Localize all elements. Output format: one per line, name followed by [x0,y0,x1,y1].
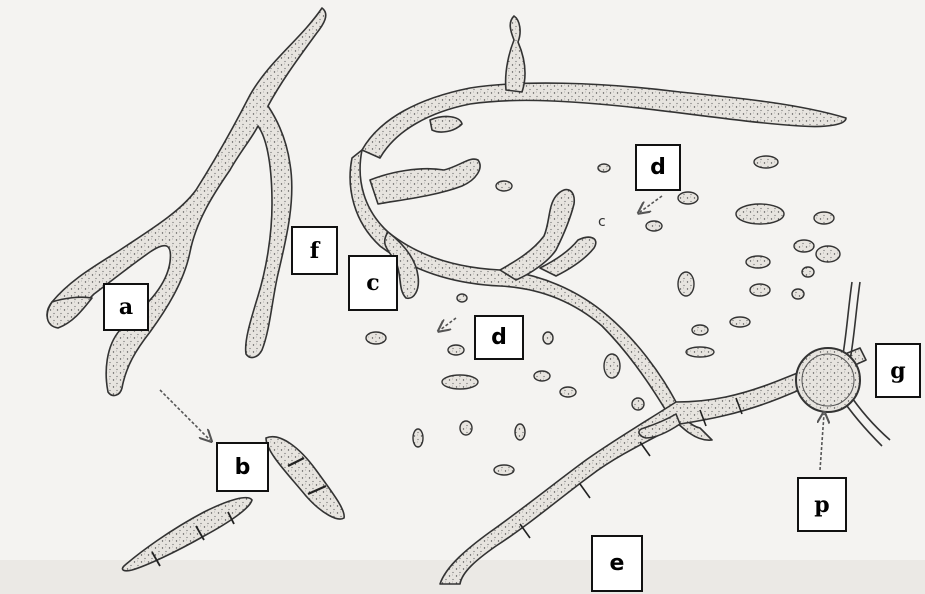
label-a: a [103,283,149,331]
label-b: b [216,442,269,492]
label-d-upper: d [635,144,681,191]
label-f: f [291,226,338,275]
label-d-lower: d [474,315,524,360]
label-p: p [797,477,847,532]
inline-c-mark: c [598,214,606,230]
label-e: e [591,535,643,592]
label-c: c [348,255,398,311]
label-g: g [875,343,921,398]
